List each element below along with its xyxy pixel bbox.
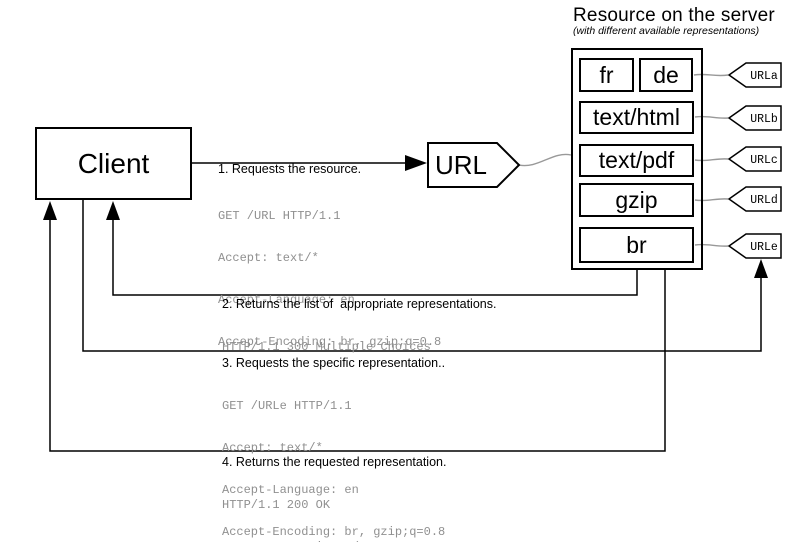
http-header-line: Accept: text/* (218, 251, 319, 265)
representation-fr: fr (579, 58, 634, 92)
http-header-line: Accept-Language: en (222, 483, 359, 497)
representation-gzip-label: gzip (615, 186, 658, 213)
url-tag-b-label: URLb (750, 113, 778, 126)
url-tag-e-label: URLe (750, 241, 778, 254)
url-tag-d (727, 186, 782, 212)
url-tag-e (727, 233, 782, 259)
url-to-server-connector (518, 153, 572, 167)
flow4-response-line (49, 204, 666, 452)
flow1-step-label: 1. Requests the resource. (218, 162, 362, 176)
representation-fr-label: fr (599, 61, 614, 88)
url-tag-c-label: URLc (750, 154, 778, 167)
flow1-http-headers: GET /URL HTTP/1.1 Accept: text/* Accept-… (218, 181, 441, 377)
page-subtitle: (with different available representation… (573, 25, 760, 37)
representation-br-label: br (626, 231, 647, 258)
connector-br-urle (694, 243, 729, 247)
connector-texthtml-urlb (694, 115, 729, 119)
flow3-step-label: 3. Requests the specific representation.… (222, 356, 446, 370)
representation-text-html-label: text/html (593, 104, 680, 130)
representation-de: de (639, 58, 693, 92)
url-tag-a (727, 62, 782, 88)
representation-text-pdf-label: text/pdf (598, 147, 675, 173)
client-node-label: Client (77, 147, 150, 179)
connector-de-urla (693, 73, 729, 77)
flow4-http-headers: HTTP/1.1 200 OK Content-Location: /URLe … (222, 470, 388, 542)
connector-textpdf-urlc (694, 158, 729, 162)
flow2-step-label: 2. Returns the list of appropriate repre… (222, 297, 497, 311)
http-header-line: GET /URLe HTTP/1.1 (222, 399, 352, 413)
representation-gzip: gzip (579, 183, 694, 217)
http-header-line: Content-Location: /URLe (222, 540, 388, 542)
flow4-step-label: 4. Returns the requested representation. (222, 455, 447, 469)
url-node-label: URL (435, 150, 487, 180)
server-resource-box (571, 48, 703, 270)
url-tag-a-label: URLa (750, 70, 778, 83)
representation-text-html: text/html (579, 101, 694, 134)
http-header-line: Accept-Language: en (218, 293, 355, 307)
url-tag-b (727, 105, 782, 131)
url-tag-c (727, 146, 782, 172)
flow3-arrowhead-icon (754, 259, 768, 278)
http-header-line: Accept: text/* (222, 441, 323, 455)
representation-br: br (579, 227, 694, 263)
client-node: Client (35, 127, 192, 200)
url-node-shape (427, 142, 521, 188)
representation-text-pdf: text/pdf (579, 144, 694, 177)
flow2-arrowhead-icon (106, 201, 120, 220)
http-header-line: HTTP/1.1 200 OK (222, 498, 331, 512)
http-header-line: Accept-Encoding: br, gzip;q=0.8 (218, 335, 442, 349)
http-header-line: HTTP/1.1 300 Multiple Choices (222, 340, 431, 354)
url-tag-d-label: URLd (750, 194, 778, 207)
connector-gzip-urld (694, 198, 729, 202)
flow1-arrowhead-icon (405, 155, 427, 171)
flow3-request-line (82, 200, 762, 352)
flow2-http-headers: HTTP/1.1 300 Multiple Choices (222, 312, 431, 382)
flow3-http-headers: GET /URLe HTTP/1.1 Accept: text/* Accept… (222, 371, 445, 542)
http-header-line: Accept-Encoding: br, gzip;q=0.8 (222, 525, 446, 539)
flow4-arrowhead-icon (43, 201, 57, 220)
http-header-line: GET /URL HTTP/1.1 (218, 209, 341, 223)
page-title: Resource on the server (573, 5, 775, 26)
representation-de-label: de (653, 61, 679, 88)
flow2-response-line (112, 204, 638, 296)
